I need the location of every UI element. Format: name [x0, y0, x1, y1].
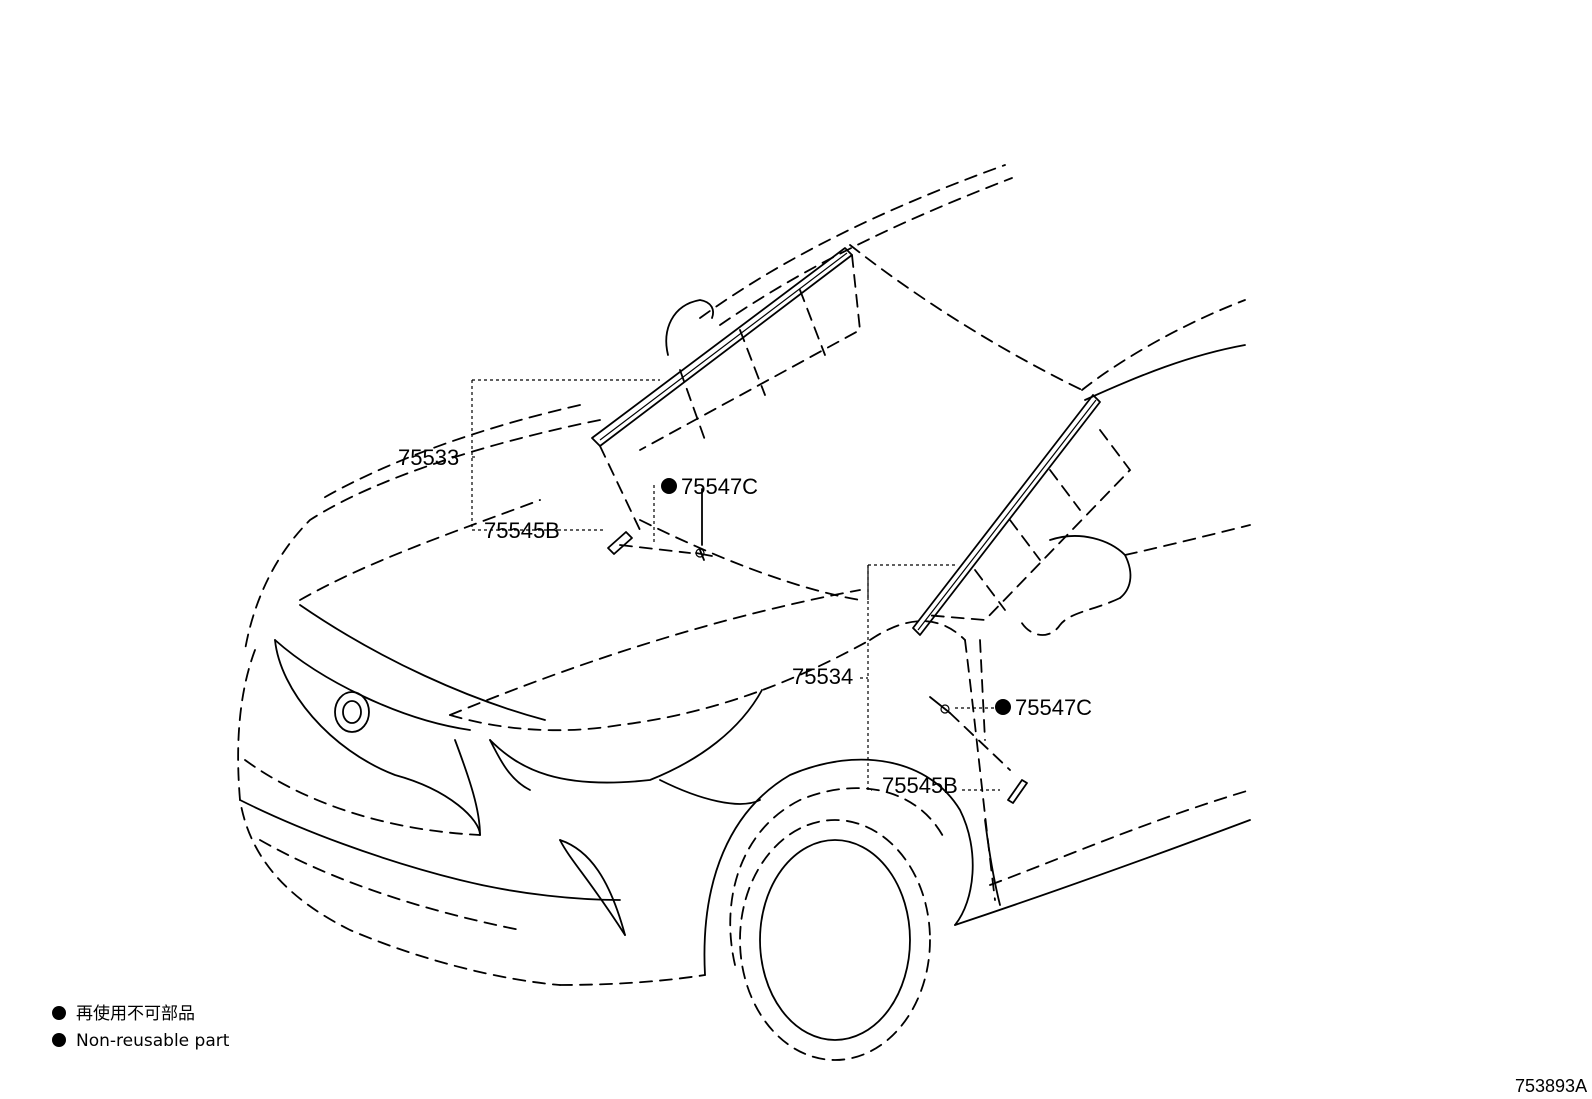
legend: 再使用不可部品 Non-reusable part [52, 1003, 230, 1051]
vehicle-outline [237, 164, 1251, 1061]
legend-bullet-icon [52, 1033, 66, 1047]
part-label-75545b-left: 75545B [484, 518, 560, 543]
figure-id: 753893A [1515, 1076, 1587, 1096]
moulding-left-75533 [591, 247, 861, 561]
legend-english: Non-reusable part [76, 1031, 230, 1051]
non-reusable-marker-left [661, 478, 677, 494]
leader-lines [471, 379, 1000, 791]
part-label-75534: 75534 [792, 664, 853, 689]
legend-japanese: 再使用不可部品 [76, 1003, 195, 1024]
legend-bullet-icon [52, 1006, 66, 1020]
part-label-75547c-left: 75547C [681, 474, 758, 499]
part-label-75547c-right: 75547C [1015, 695, 1092, 720]
moulding-right-75534 [912, 394, 1132, 804]
non-reusable-marker-right [995, 699, 1011, 715]
part-label-75545b-right: 75545B [882, 773, 958, 798]
part-labels: 75533 75545B 75547C 75534 75547C 75545B [398, 445, 1092, 798]
part-label-75533: 75533 [398, 445, 459, 470]
